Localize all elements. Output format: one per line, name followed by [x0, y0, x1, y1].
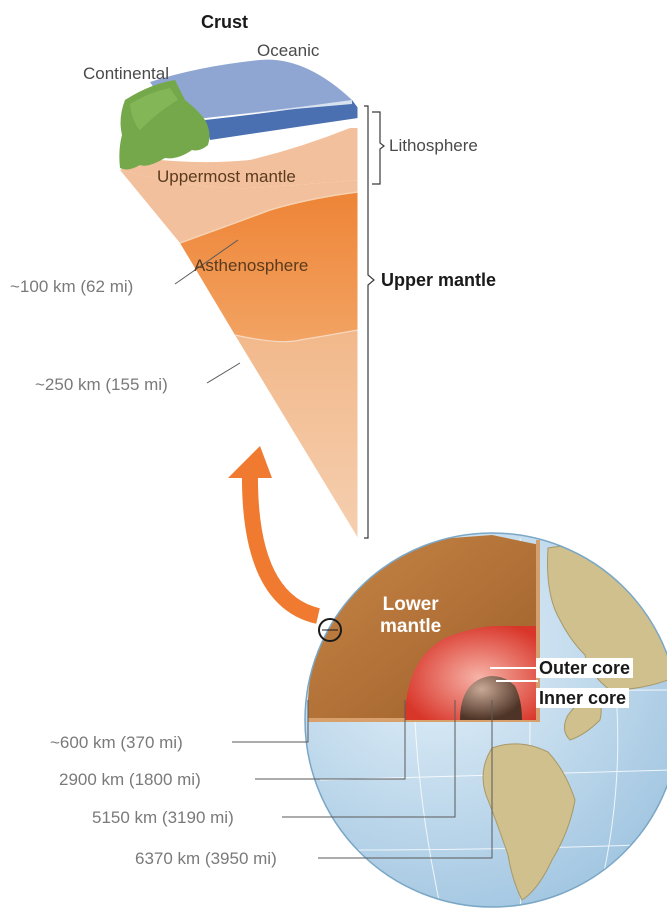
crust-wedge [119, 60, 358, 538]
asthenosphere-label: Asthenosphere [194, 257, 308, 274]
oceanic-label: Oceanic [257, 42, 319, 59]
upper-mantle-label: Upper mantle [381, 271, 496, 289]
depth-5150km-label: 5150 km (3190 mi) [92, 809, 234, 826]
inner-core-label: Inner core [536, 688, 629, 708]
lower-mantle-label: Lower mantle [380, 594, 441, 638]
depth-6370km-label: 6370 km (3950 mi) [135, 850, 277, 867]
uppermost-mantle-label: Uppermost mantle [157, 168, 296, 185]
continental-label: Continental [83, 65, 169, 82]
depth-600km-label: ~600 km (370 mi) [50, 734, 183, 751]
zoom-arrow [228, 446, 318, 616]
outer-core-label: Outer core [536, 658, 633, 678]
depth-100km-label: ~100 km (62 mi) [10, 278, 133, 295]
lower-mantle-line2: mantle [380, 616, 441, 638]
depth-250km-label: ~250 km (155 mi) [35, 376, 168, 393]
upper-mantle-bracket [364, 106, 374, 538]
leader-250km [207, 363, 240, 383]
depth-2900km-label: 2900 km (1800 mi) [59, 771, 201, 788]
lithosphere-label: Lithosphere [389, 137, 478, 154]
lower-mantle-line1: Lower [380, 594, 441, 616]
earth-globe [305, 533, 667, 908]
crust-label: Crust [201, 13, 248, 31]
lithosphere-bracket [372, 112, 384, 184]
